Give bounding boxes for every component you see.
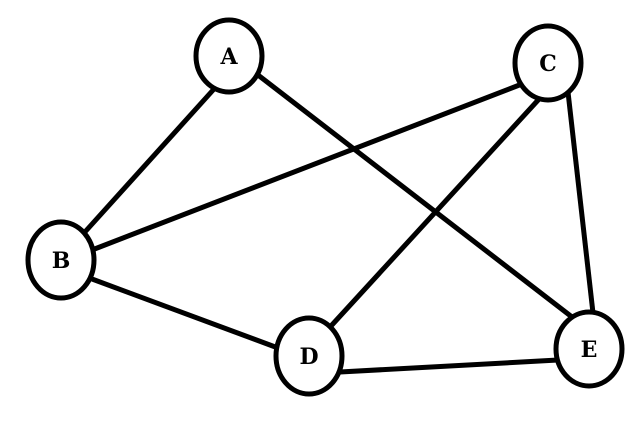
- node-label: E: [581, 337, 598, 363]
- node-label: D: [299, 344, 318, 370]
- node-c: C: [512, 23, 584, 103]
- node-circle: [512, 23, 584, 103]
- node-a: A: [193, 17, 265, 95]
- node-label: C: [539, 51, 557, 77]
- node-circle: [25, 219, 97, 301]
- nodes-group: A B C D E: [25, 17, 625, 397]
- edges-group: [82, 73, 596, 375]
- node-b: B: [25, 219, 97, 301]
- edge-a-e: [256, 73, 574, 319]
- node-circle: [273, 315, 345, 397]
- edge-c-d: [329, 96, 542, 328]
- node-circle: [193, 17, 265, 95]
- edge-b-c: [91, 81, 523, 253]
- edge-a-b: [82, 87, 216, 235]
- node-circle: [553, 309, 625, 389]
- edge-b-d: [91, 276, 279, 351]
- edge-c-e: [565, 91, 596, 314]
- node-e: E: [553, 309, 625, 389]
- node-label: B: [52, 248, 71, 274]
- node-label: A: [219, 44, 238, 70]
- node-d: D: [273, 315, 345, 397]
- edge-d-e: [339, 357, 559, 375]
